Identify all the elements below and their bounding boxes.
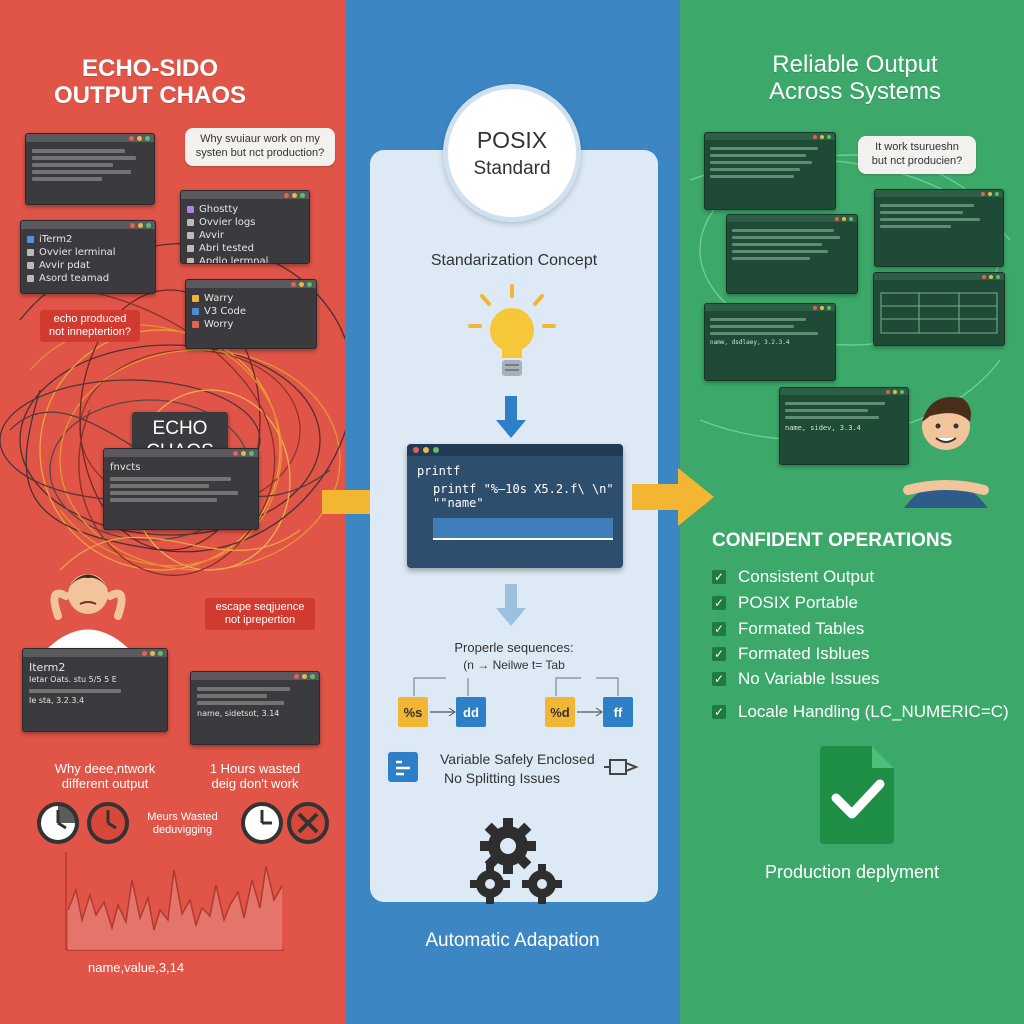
terminal-window-a (25, 133, 155, 205)
lightbulb-icon (468, 284, 556, 376)
arrow-down-icon (496, 396, 526, 438)
right-title-line2: Across Systems (768, 77, 942, 105)
app-icon (192, 308, 199, 315)
feature-item-3: ✓Formated Isblues (712, 644, 870, 663)
confident-person-icon (903, 397, 989, 508)
feature-item-5: ✓Locale Handling (LC_NUMERIC=C) (712, 702, 1009, 721)
safe-line1: Variable Safely Enclosed (440, 751, 595, 767)
terminal-window-small: name, sidetsot, 3.14 (190, 671, 320, 745)
speech-bubble-top: Why svuiaur work on my systen but nct pr… (185, 128, 335, 166)
check-icon: ✓ (712, 672, 726, 686)
app-icon (187, 206, 194, 213)
table-grid (880, 292, 998, 334)
green-terminal-table (873, 272, 1005, 346)
production-deployment: Production deplyment (764, 862, 940, 882)
speech-bubble-right: It work tsurueshn but nct producien? (858, 136, 976, 174)
check-icon: ✓ (712, 622, 726, 636)
app-icon (187, 232, 194, 239)
sequence-arrows (430, 707, 603, 717)
terminal-window-warp: Warry V3 Code Worry (185, 279, 317, 349)
app-icon (187, 219, 194, 226)
automatic-adaptation: Automatic Adapation (425, 930, 600, 951)
code-title: printf (417, 464, 461, 478)
app-icon (187, 258, 194, 263)
app-icon (187, 245, 194, 252)
sequences-sub: (n → Neilwe t= Tab (463, 658, 565, 672)
left-title-line2: OUTPUT CHAOS (54, 81, 246, 109)
green-terminal-3 (726, 214, 858, 294)
green-terminal-4: name, dsdlaey, 3.2.3.4 (704, 303, 836, 381)
chaos-line-chart (65, 852, 284, 951)
right-title-line1: Reliable Output (772, 51, 938, 78)
terminal-window-ghostty: Ghostty Ovvier logs Avvir Abri tested Ap… (180, 190, 310, 264)
check-icon: ✓ (712, 596, 726, 610)
left-title: ECHO-SIDO OUTPUT CHAOS (40, 55, 260, 110)
plug-icon (604, 759, 639, 775)
app-icon (192, 321, 199, 328)
chart-label: name,value,3,14 (88, 960, 185, 975)
format-box-d: %d (545, 697, 575, 727)
green-terminal-2 (874, 189, 1004, 267)
feature-item-1: ✓POSIX Portable (712, 593, 859, 612)
feature-item-0: ✓Consistent Output (712, 567, 875, 586)
document-check-icon (820, 746, 894, 844)
code-line2: ""name" (433, 496, 484, 510)
sequences-title: Properle sequences: (454, 640, 574, 655)
variable-icon (388, 752, 418, 782)
right-title: Reliable Output Across Systems (735, 51, 975, 106)
app-icon (27, 249, 34, 256)
tag-escape-sequence: escape seqjuence not iprepertion (205, 598, 315, 631)
left-title-line1: ECHO-SIDO (81, 55, 218, 82)
format-box-s: %s (398, 697, 428, 727)
feature-item-4: ✓No Variable Issues (712, 669, 880, 688)
green-terminal-1 (704, 132, 836, 210)
app-icon (192, 295, 199, 302)
clock-icons-left (37, 802, 129, 844)
clock-icons-right (241, 802, 329, 844)
terminal-window-iterm2-bottom: Iterm2 Ietar Oats. stu 5/5 5 E Ie sta, 3… (22, 648, 168, 732)
tag-echo-produced: echo produced not inneptertion? (40, 310, 140, 343)
feature-item-2: ✓Formated Tables (712, 619, 865, 638)
green-terminal-5: name, sidev, 3.3.4 (779, 387, 909, 465)
printf-code-window: printf printf "%–10s X5.2.f\ \n" ""name" (407, 444, 623, 568)
app-icon (27, 275, 34, 282)
safe-line2: No Splitting Issues (444, 770, 560, 786)
arrow-right-icon-2 (632, 468, 714, 526)
concept-label: Standarization Concept (430, 252, 598, 269)
posix-standard-badge: POSIX Standard (443, 84, 581, 222)
arrow-down-light-icon (496, 584, 526, 626)
app-icon (27, 236, 34, 243)
gears-icon (470, 818, 562, 904)
frustrated-person-icon (48, 574, 128, 648)
format-box-ff: ff (603, 697, 633, 727)
terminal-window-iterm2: iTerm2 Ovvier lerminal Avvir pdat Asord … (20, 220, 156, 294)
format-box-dd: dd (456, 697, 486, 727)
sequence-connectors (413, 677, 619, 696)
check-icon: ✓ (712, 705, 726, 719)
confident-operations-heading: CONFIDENT OPERATIONS (712, 530, 953, 551)
check-icon: ✓ (712, 647, 726, 661)
terminal-window-mid: fnvcts (103, 448, 259, 530)
caption-different-output: Why deee,ntwork different output (54, 761, 156, 791)
code-line1: printf "%–10s X5.2.f\ \n" (433, 482, 614, 496)
caption-hours-wasted: 1 Hours wasted deig don't work (209, 761, 301, 791)
caption-meurs-wasted: Meurs Wasted deduvigging (147, 811, 218, 837)
check-icon: ✓ (712, 570, 726, 584)
app-icon (27, 262, 34, 269)
